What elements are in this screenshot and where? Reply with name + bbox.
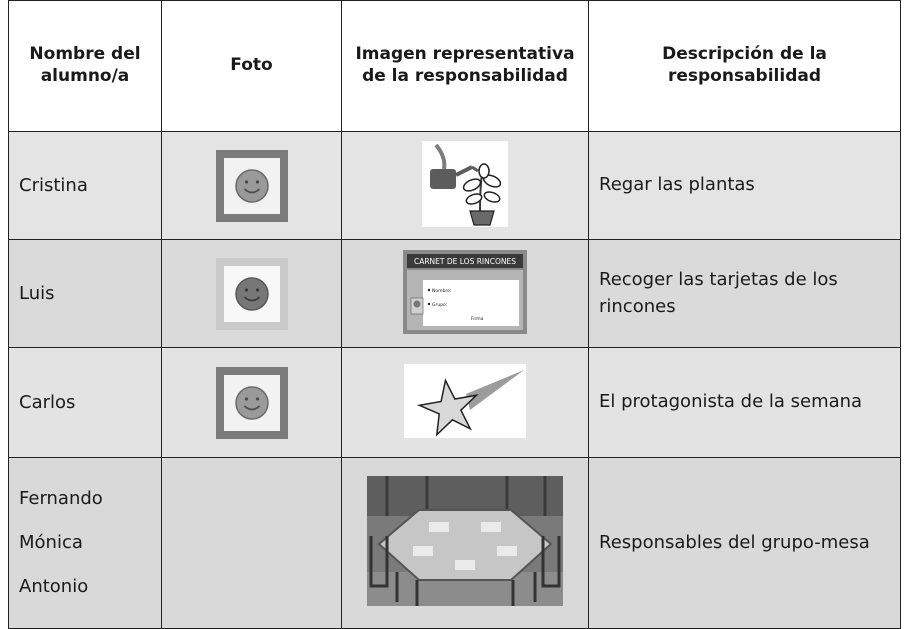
shooting-star-icon — [404, 363, 526, 438]
responsibility-description: Regar las plantas — [588, 131, 901, 240]
card-field-name: Nombre: — [432, 288, 451, 294]
table-row: Cristina — [8, 131, 901, 240]
responsibilities-table: Nombre del alumno/a Foto Imagen represen… — [8, 0, 901, 629]
photo-frame — [215, 366, 288, 439]
photo-frame — [215, 257, 288, 330]
student-name: Carlos — [8, 347, 162, 458]
header-row: Nombre del alumno/a Foto Imagen represen… — [8, 0, 901, 132]
card-field-sign: Firma — [471, 316, 484, 322]
header-photo: Foto — [161, 0, 342, 132]
watering-can-plant-icon — [422, 140, 508, 227]
smiley-face-icon — [234, 276, 269, 311]
student-name: Mónica — [19, 532, 83, 553]
header-image: Imagen representativa de la responsabili… — [341, 0, 589, 132]
header-description: Descripción de la responsabilidad — [588, 0, 901, 132]
student-name: Antonio — [19, 576, 89, 597]
smiley-face-icon — [234, 168, 269, 203]
responsibility-description: Recoger las tarjetas de los rincones — [588, 239, 901, 348]
smiley-face-icon — [234, 385, 269, 420]
photo-frame — [215, 149, 288, 222]
responsibility-description: El protagonista de la semana — [588, 347, 901, 458]
table-row: Fernando Mónica Antonio Responsables del… — [8, 457, 901, 629]
classroom-table-photo — [367, 476, 563, 606]
header-name: Nombre del alumno/a — [8, 0, 162, 132]
table-row: Carlos El protagonista de la — [8, 347, 901, 458]
empty-photo-cell — [161, 457, 342, 629]
responsibility-description: Responsables del grupo-mesa — [588, 457, 901, 629]
student-name: Fernando — [19, 488, 103, 509]
table-row: Luis CARNET DE LOS RINCONES — [8, 239, 901, 348]
corner-card-icon: CARNET DE LOS RINCONES Nombre: Grupo: Fi… — [403, 249, 527, 334]
student-name: Cristina — [8, 131, 162, 240]
card-title: CARNET DE LOS RINCONES — [414, 257, 516, 266]
card-field-group: Grupo: — [432, 302, 447, 308]
student-name: Luis — [8, 239, 162, 348]
